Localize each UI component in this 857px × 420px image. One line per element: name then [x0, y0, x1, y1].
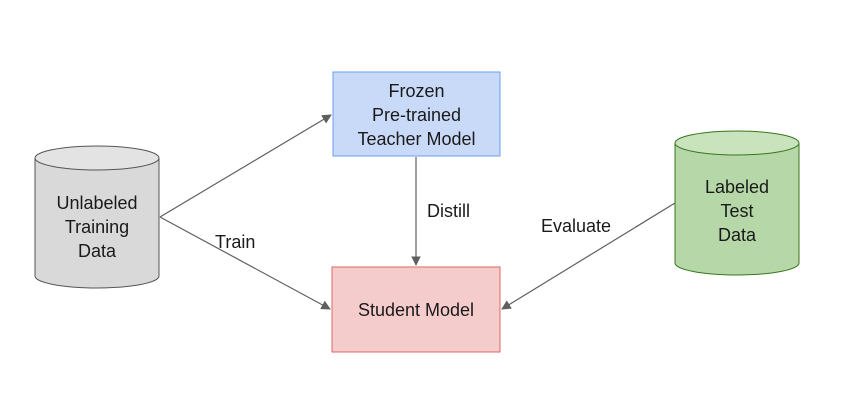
unlabeled-data-cylinder-body	[34, 158, 160, 289]
unlabeled-data-label: Unlabeled Training Data	[56, 193, 138, 261]
unlabeled-data-cylinder	[34, 145, 160, 289]
unlabeled-data-cylinder-top	[34, 145, 160, 171]
arrow-data-to-teacher	[159, 114, 332, 218]
arrow-train	[159, 216, 331, 310]
teacher-model-box	[332, 71, 501, 157]
student-model-label: Student Model	[357, 300, 475, 320]
labeled-test-data-cylinder-top	[674, 130, 800, 156]
evaluate-label: Evaluate	[541, 216, 612, 236]
labeled-test-data-label: Labeled Test Data	[704, 177, 770, 245]
labeled-test-data-cylinder	[674, 130, 800, 276]
student-model-box	[331, 266, 501, 353]
arrow-evaluate	[501, 202, 676, 310]
distill-label: Distill	[427, 201, 470, 221]
labeled-test-data-cylinder-body	[674, 143, 800, 276]
teacher-model-label: Frozen Pre-trained Teacher Model	[357, 81, 476, 149]
train-label: Train	[215, 232, 256, 252]
